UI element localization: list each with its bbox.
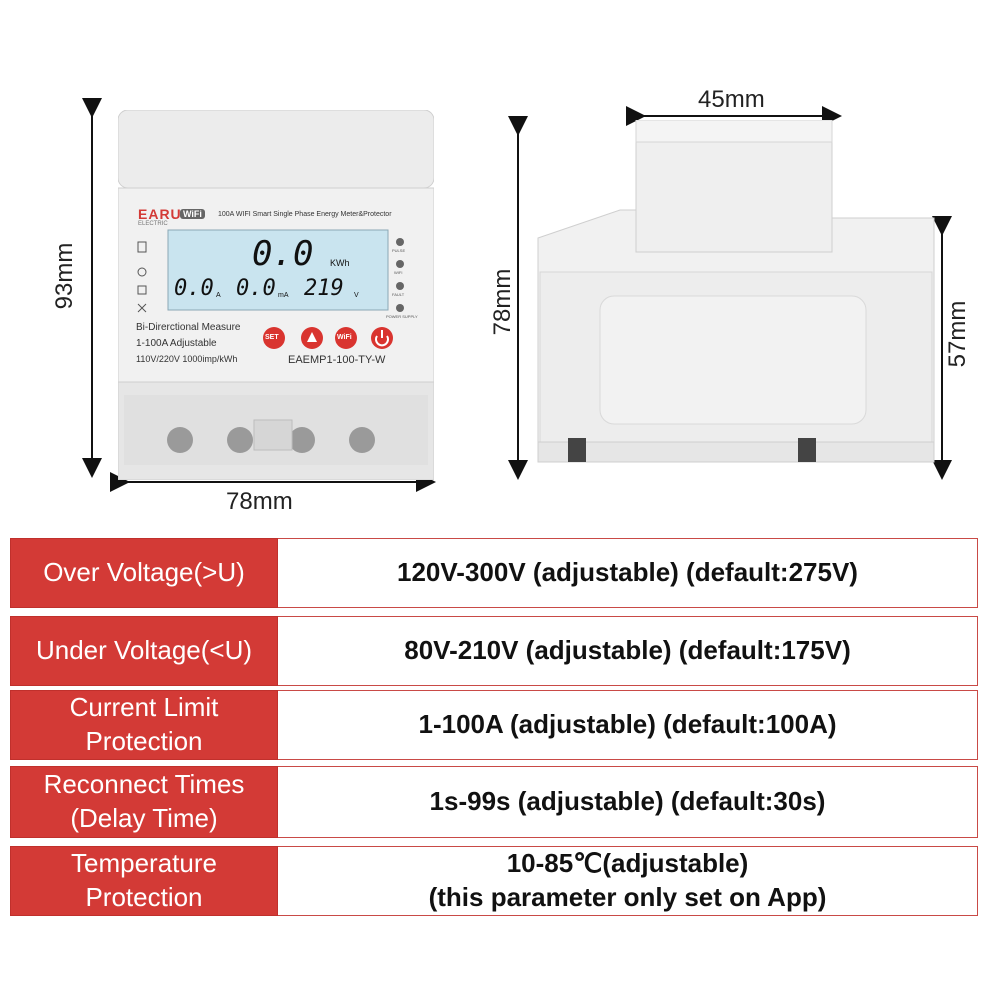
model-number: EAEMP1-100-TY-W: [288, 354, 386, 366]
meter-front-body: [117, 109, 435, 481]
spec-value: 1-100A (adjustable) (default:100A): [278, 690, 978, 760]
din-clip: [568, 438, 586, 462]
indicator-power: POWER SUPPLY: [386, 314, 418, 319]
spec-row-reconnect-times: Reconnect Times(Delay Time) 1s-99s (adju…: [10, 766, 978, 838]
wifi-button[interactable]: WiFi: [337, 334, 352, 341]
spec-label: Over Voltage(>U): [10, 538, 278, 608]
meter-front-view: EARU ELECTRIC WiFi 100A WIFI Smart Singl…: [117, 109, 435, 481]
brand-logo: EARU: [138, 206, 182, 222]
led-indicator: [396, 260, 404, 268]
spec-value: 120V-300V (adjustable) (default:275V): [278, 538, 978, 608]
spec-row-over-voltage: Over Voltage(>U) 120V-300V (adjustable) …: [10, 538, 978, 608]
spec-value: 10-85℃(adjustable)(this parameter only s…: [278, 846, 978, 916]
front-height-label: 93mm: [51, 242, 78, 310]
lcd-current-value: 0.0: [174, 276, 214, 301]
spec-value: 1s-99s (adjustable) (default:30s): [278, 766, 978, 838]
lcd-leak-unit: mA: [278, 292, 289, 299]
din-clip: [798, 438, 816, 462]
indicator-pulse: PULSE: [392, 248, 406, 253]
spec-row-under-voltage: Under Voltage(<U) 80V-210V (adjustable) …: [10, 616, 978, 686]
meter-side-view: [537, 120, 935, 463]
lcd-leak-value: 0.0: [236, 276, 276, 301]
lcd-energy-unit: KWh: [330, 258, 350, 268]
spec-value: 80V-210V (adjustable) (default:175V): [278, 616, 978, 686]
terminal-screw: [349, 427, 375, 453]
led-indicator: [396, 238, 404, 246]
dimension-lines: [82, 98, 952, 492]
led-indicator: [396, 304, 404, 312]
desc-line-2: 1-100A Adjustable: [136, 338, 217, 349]
terminal-screw: [227, 427, 253, 453]
led-indicator: [396, 282, 404, 290]
set-button-shape: [263, 327, 285, 349]
side-top-width-label: 45mm: [698, 86, 765, 113]
spec-label: Under Voltage(<U): [10, 616, 278, 686]
terminal-screw: [289, 427, 315, 453]
desc-line-1: Bi-Direrctional Measure: [136, 322, 241, 333]
lcd-energy-value: 0.0: [252, 234, 314, 274]
side-top-block: [635, 127, 833, 253]
lcd-current-unit: A: [216, 292, 221, 299]
product-title: 100A WIFI Smart Single Phase Energy Mete…: [218, 211, 392, 218]
wifi-button-shape: [335, 327, 357, 349]
desc-line-3: 110V/220V 1000imp/kWh: [136, 354, 238, 364]
side-height-label: 78mm: [489, 268, 516, 336]
terminal-screw: [167, 427, 193, 453]
indicator-fault: FAULT: [392, 292, 405, 297]
wifi-badge: WiFi: [180, 209, 205, 219]
lcd-voltage-unit: V: [354, 292, 359, 299]
indicator-wifi: WIFI: [394, 270, 403, 275]
brand-sub: ELECTRIC: [138, 221, 168, 227]
lcd-voltage-value: 219: [304, 276, 344, 301]
spec-label: Reconnect Times(Delay Time): [10, 766, 278, 838]
set-button[interactable]: SET: [265, 334, 279, 341]
lcd-screen: [167, 229, 389, 311]
side-lower-height-label: 57mm: [944, 300, 971, 368]
front-width-label: 78mm: [226, 488, 293, 515]
